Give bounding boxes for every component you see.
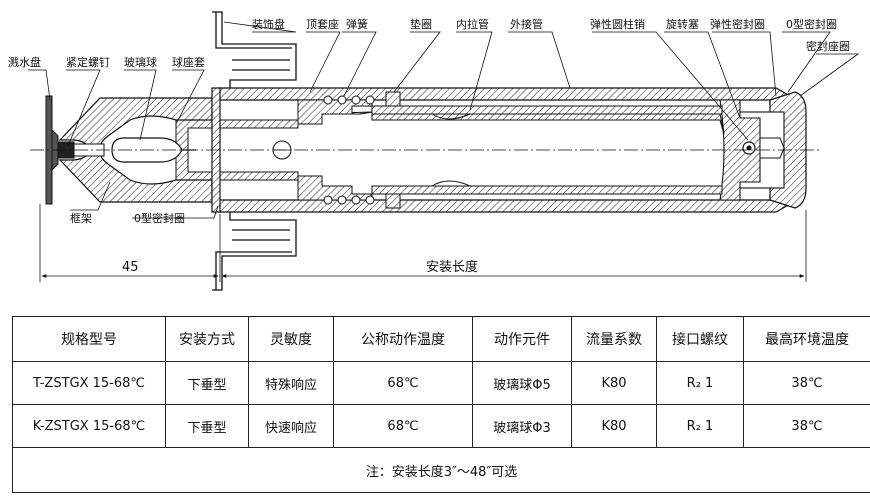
label-glass-bulb: 玻璃球 — [124, 55, 157, 69]
top-seat — [297, 91, 401, 209]
table-note: 注：安装长度3″～48″可选 — [12, 447, 870, 493]
cell-k-factor: K80 — [571, 361, 657, 405]
cell-max-ambient: 38℃ — [743, 404, 870, 448]
cell-element: 玻璃球Φ3 — [472, 404, 572, 448]
dimension-install-length: 安装长度 — [426, 259, 478, 275]
inner-tube — [299, 105, 725, 195]
label-frame: 框架 — [70, 212, 92, 225]
dimension-lines — [39, 204, 807, 282]
cell-element: 玻璃球Φ5 — [472, 361, 572, 405]
label-spring: 弹簧 — [346, 17, 368, 31]
label-o-ring-left: 0型密封圈 — [134, 211, 185, 225]
header-model: 规格型号 — [12, 316, 166, 362]
cell-sensitivity: 快速响应 — [248, 404, 334, 448]
leader-lines — [28, 21, 860, 219]
label-set-screw: 紧定螺钉 — [66, 55, 110, 69]
header-thread: 接口螺纹 — [656, 316, 744, 362]
header-install-mode: 安装方式 — [165, 316, 249, 362]
header-max-ambient: 最高环境温度 — [743, 316, 870, 362]
table-row: T-ZSTGX 15-68℃ 下垂型 特殊响应 68℃ 玻璃球Φ5 K80 R₂… — [12, 361, 870, 405]
label-inner-tube: 内拉管 — [456, 17, 489, 31]
cell-install-mode: 下垂型 — [165, 404, 249, 448]
label-bulb-seat: 球座套 — [172, 55, 205, 69]
cell-model: K-ZSTGX 15-68℃ — [12, 404, 166, 448]
cell-thread: R₂ 1 — [656, 361, 744, 405]
label-top-seat: 顶套座 — [306, 17, 339, 31]
spec-table: 规格型号 安装方式 灵敏度 公称动作温度 动作元件 流量系数 接口螺纹 最高环境… — [12, 316, 870, 493]
label-splash-plate: 溅水盘 — [8, 55, 41, 69]
label-outer-tube: 外接管 — [510, 17, 543, 31]
cell-install-mode: 下垂型 — [165, 361, 249, 405]
label-o-ring-right: 0型密封圈 — [786, 17, 837, 31]
label-roll-pin: 弹性圆柱销 — [590, 17, 645, 31]
table-header-row: 规格型号 安装方式 灵敏度 公称动作温度 动作元件 流量系数 接口螺纹 最高环境… — [12, 316, 870, 362]
label-decor-plate: 装饰盘 — [252, 17, 285, 31]
cell-nominal-temp: 68℃ — [333, 361, 473, 405]
header-k-factor: 流量系数 — [571, 316, 657, 362]
cell-nominal-temp: 68℃ — [333, 404, 473, 448]
cell-model: T-ZSTGX 15-68℃ — [12, 361, 166, 405]
table-row: K-ZSTGX 15-68℃ 下垂型 快速响应 68℃ 玻璃球Φ3 K80 R₂… — [12, 404, 870, 448]
dimension-left-length: 45 — [122, 260, 139, 275]
cell-thread: R₂ 1 — [656, 404, 744, 448]
header-nominal-temp: 公称动作温度 — [333, 316, 473, 362]
cell-max-ambient: 38℃ — [743, 361, 870, 405]
table-note-row: 注：安装长度3″～48″可选 — [12, 447, 870, 493]
header-sensitivity: 灵敏度 — [248, 316, 334, 362]
cell-k-factor: K80 — [571, 404, 657, 448]
label-rotary-plug: 旋转塞 — [666, 17, 699, 31]
header-element: 动作元件 — [472, 316, 572, 362]
spring — [323, 95, 375, 205]
cell-sensitivity: 特殊响应 — [248, 361, 334, 405]
label-elastic-seal: 弹性密封圈 — [710, 17, 765, 31]
label-gasket: 垫圈 — [410, 17, 432, 31]
sprinkler-cross-section-drawing: 溅水盘 紧定螺钉 玻璃球 球座套 装饰盘 顶套座 弹簧 垫圈 内拉管 外接管 弹… — [8, 11, 860, 291]
label-seal-seat-ring: 密封座圈 — [806, 39, 850, 53]
